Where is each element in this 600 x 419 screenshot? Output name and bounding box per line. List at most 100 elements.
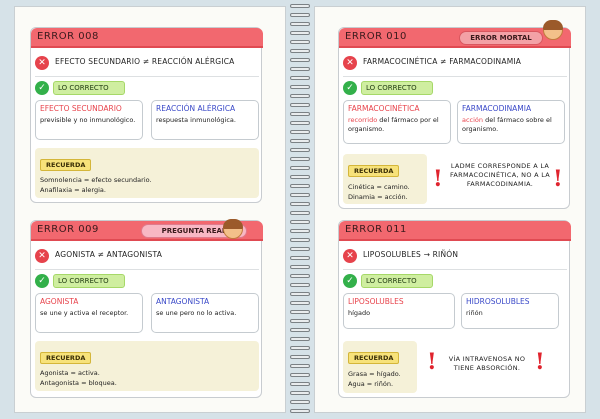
error-row: ✕ AGONISTA ≠ ANTAGONISTA (35, 247, 259, 267)
spiral-coil (290, 328, 310, 332)
concept-desc-text: del fármaco sobre el organismo. (462, 116, 552, 133)
card-header: ERROR 010 ERROR MORTAL (339, 20, 571, 48)
correct-label: LO CORRECTO (361, 81, 433, 95)
spiral-coil (290, 400, 310, 404)
spiral-coil (290, 4, 310, 8)
correct-label: LO CORRECTO (361, 274, 433, 288)
concept-highlight: acción (462, 116, 484, 124)
warning-note: VÍA INTRAVENOSA NO TIENE ABSORCIÓN. (448, 355, 526, 372)
spiral-coil (290, 139, 310, 143)
card-title: ERROR 008 (37, 31, 99, 42)
concept-title: REACCIÓN ALÉRGICA (156, 104, 236, 113)
error-card-008: ERROR 008 ✕ EFECTO SECUNDARIO ≠ REACCIÓN… (30, 27, 263, 203)
divider (35, 76, 259, 77)
recuerda-label: RECUERDA (40, 352, 92, 364)
exclamation-icon: ! (427, 349, 437, 375)
x-circle-icon: ✕ (343, 249, 357, 263)
concept-box-2: HIDROSOLUBLES riñón (461, 293, 559, 329)
spiral-coil (290, 229, 310, 233)
error-card-010: ERROR 010 ERROR MORTAL ✕ FARMACOCINÉTICA… (338, 20, 571, 209)
concept-desc: riñón (466, 309, 483, 317)
spiral-coil (290, 121, 310, 125)
recuerda-label: RECUERDA (348, 165, 400, 177)
concept-title: EFECTO SECUNDARIO (40, 104, 122, 113)
recuerda-line: Grasa = hígado. (348, 370, 401, 378)
spiral-coil (290, 247, 310, 251)
warning-note: LADME CORRESPONDE A LA FARMACOCINÉTICA, … (449, 162, 551, 188)
x-circle-icon: ✕ (343, 56, 357, 70)
correct-label: LO CORRECTO (53, 81, 125, 95)
recuerda-line: Cinética = camino. (348, 183, 410, 191)
concept-title: HIDROSOLUBLES (466, 297, 530, 306)
student-avatar-icon (543, 20, 563, 40)
recuerda-label: RECUERDA (348, 352, 400, 364)
concept-title: ANTAGONISTA (156, 297, 210, 306)
spiral-coil (290, 175, 310, 179)
concept-desc: se une y activa el receptor. (40, 309, 129, 317)
recuerda-line: Dinamia = acción. (348, 193, 408, 201)
spiral-coil (290, 274, 310, 278)
spiral-coil (290, 76, 310, 80)
exclamation-icon: ! (535, 349, 545, 375)
spiral-coil (290, 40, 310, 44)
spiral-coil (290, 184, 310, 188)
check-circle-icon: ✓ (35, 81, 49, 95)
spiral-coil (290, 310, 310, 314)
spiral-coil (290, 112, 310, 116)
spiral-coil (290, 49, 310, 53)
card-header: ERROR 011 (339, 221, 571, 241)
card-title: ERROR 010 (345, 31, 407, 42)
spiral-coil (290, 193, 310, 197)
notebook-spiral-binding (286, 0, 314, 419)
spiral-coil (290, 94, 310, 98)
spiral-coil (290, 157, 310, 161)
spiral-coil (290, 337, 310, 341)
divider (343, 269, 567, 270)
divider (35, 269, 259, 270)
concept-box-2: ANTAGONISTA se une pero no lo activa. (151, 293, 259, 333)
check-circle-icon: ✓ (35, 274, 49, 288)
error-row: ✕ EFECTO SECUNDARIO ≠ REACCIÓN ALÉRGICA (35, 54, 259, 74)
error-row: ✕ LIPOSOLUBLES → RIÑÓN (343, 247, 567, 267)
spiral-coil (290, 364, 310, 368)
spiral-coil (290, 355, 310, 359)
concept-desc: previsible y no inmunológico. (40, 116, 136, 124)
recuerda-line: Agua = riñón. (348, 380, 394, 388)
correct-label: LO CORRECTO (53, 274, 125, 288)
spiral-coil (290, 409, 310, 413)
spiral-coil (290, 31, 310, 35)
error-statement: LIPOSOLUBLES → RIÑÓN (363, 250, 459, 259)
recuerda-box: RECUERDA Cinética = camino. Dinamia = ac… (343, 154, 427, 204)
card-title: ERROR 011 (345, 224, 407, 235)
concept-box-2: REACCIÓN ALÉRGICA respuesta inmunológica… (151, 100, 259, 140)
recuerda-box: RECUERDA Somnolencia = efecto secundario… (35, 148, 259, 198)
concept-desc: recorrido del fármaco por el organismo. (348, 116, 446, 134)
spiral-coil (290, 283, 310, 287)
recuerda-line: Antagonista = bloquea. (40, 379, 117, 387)
check-circle-icon: ✓ (343, 81, 357, 95)
recuerda-line: Somnolencia = efecto secundario. (40, 176, 152, 184)
spiral-coil (290, 373, 310, 377)
badge-pregunta-real: PREGUNTA REAL (141, 224, 247, 238)
spiral-coil (290, 265, 310, 269)
check-circle-icon: ✓ (343, 274, 357, 288)
spiral-coil (290, 256, 310, 260)
card-header: ERROR 009 PREGUNTA REAL (31, 219, 263, 241)
spiral-coil (290, 301, 310, 305)
error-statement: AGONISTA ≠ ANTAGONISTA (55, 250, 163, 259)
recuerda-box: RECUERDA Grasa = hígado. Agua = riñón. (343, 341, 417, 393)
spiral-coil (290, 130, 310, 134)
badge-error-mortal: ERROR MORTAL (459, 31, 543, 45)
concept-desc: se une pero no lo activa. (156, 309, 237, 317)
spiral-coil (290, 13, 310, 17)
spiral-coil (290, 211, 310, 215)
spiral-coil (290, 202, 310, 206)
concept-title: LIPOSOLUBLES (348, 297, 404, 306)
spiral-coil (290, 220, 310, 224)
error-statement: FARMACOCINÉTICA ≠ FARMACODINAMIA (363, 57, 522, 66)
concept-box-2: FARMACODINAMIA acción del fármaco sobre … (457, 100, 565, 144)
recuerda-line: Anafilaxia = alergia. (40, 186, 106, 194)
exclamation-icon: ! (433, 166, 443, 192)
spiral-coil (290, 238, 310, 242)
divider (343, 76, 567, 77)
